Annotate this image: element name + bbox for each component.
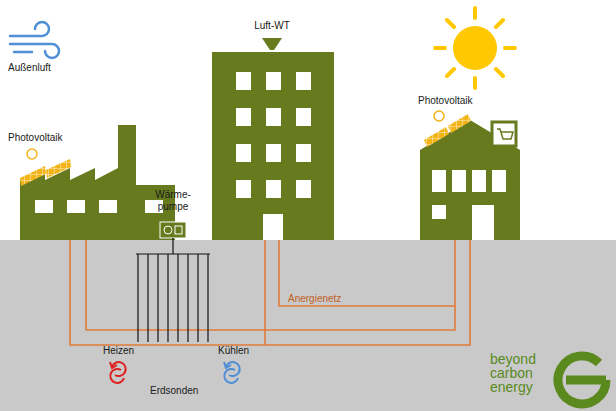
window [296, 144, 311, 162]
heat-pump [160, 222, 186, 238]
window [266, 108, 281, 126]
pv-label: Photovoltaik [8, 132, 62, 144]
window [236, 72, 251, 90]
probe-line [177, 254, 178, 342]
probes-label: Erdsonden [150, 385, 198, 397]
window [296, 108, 311, 126]
cycle-icon [110, 362, 240, 383]
ground [0, 240, 616, 411]
probe-line [207, 254, 208, 342]
probe-line [187, 254, 188, 342]
window [296, 180, 311, 198]
anergy-network [70, 240, 470, 345]
window [266, 180, 281, 198]
air-exchanger-label: Luft-WT [254, 20, 290, 32]
probe-line [167, 254, 168, 342]
window [266, 72, 281, 90]
borehole-probes [136, 238, 210, 342]
wind-icon [10, 22, 59, 58]
supermarket [420, 120, 520, 240]
pv-label: Photovoltaik [418, 95, 472, 107]
logo-text: beyond carbon energy [490, 352, 540, 394]
probe-line [157, 254, 158, 342]
logo-mark [558, 356, 606, 404]
window [266, 144, 281, 162]
office-building [212, 38, 334, 240]
probe-line [137, 254, 138, 342]
heating-label: Heizen [103, 345, 134, 357]
heatpump-label: Wärme- pumpe [152, 189, 194, 212]
window [236, 108, 251, 126]
solar-panel [20, 149, 71, 186]
window [236, 180, 251, 198]
probe-line [197, 254, 198, 342]
cooling-label: Kühlen [218, 345, 249, 357]
window [236, 144, 251, 162]
probe-line [147, 254, 148, 342]
air-label: Außenluft [8, 62, 51, 74]
window [296, 72, 311, 90]
door [263, 214, 283, 240]
network-label: Anergienetz [286, 293, 343, 305]
sun-icon [435, 8, 515, 88]
solar-panel [424, 111, 471, 147]
